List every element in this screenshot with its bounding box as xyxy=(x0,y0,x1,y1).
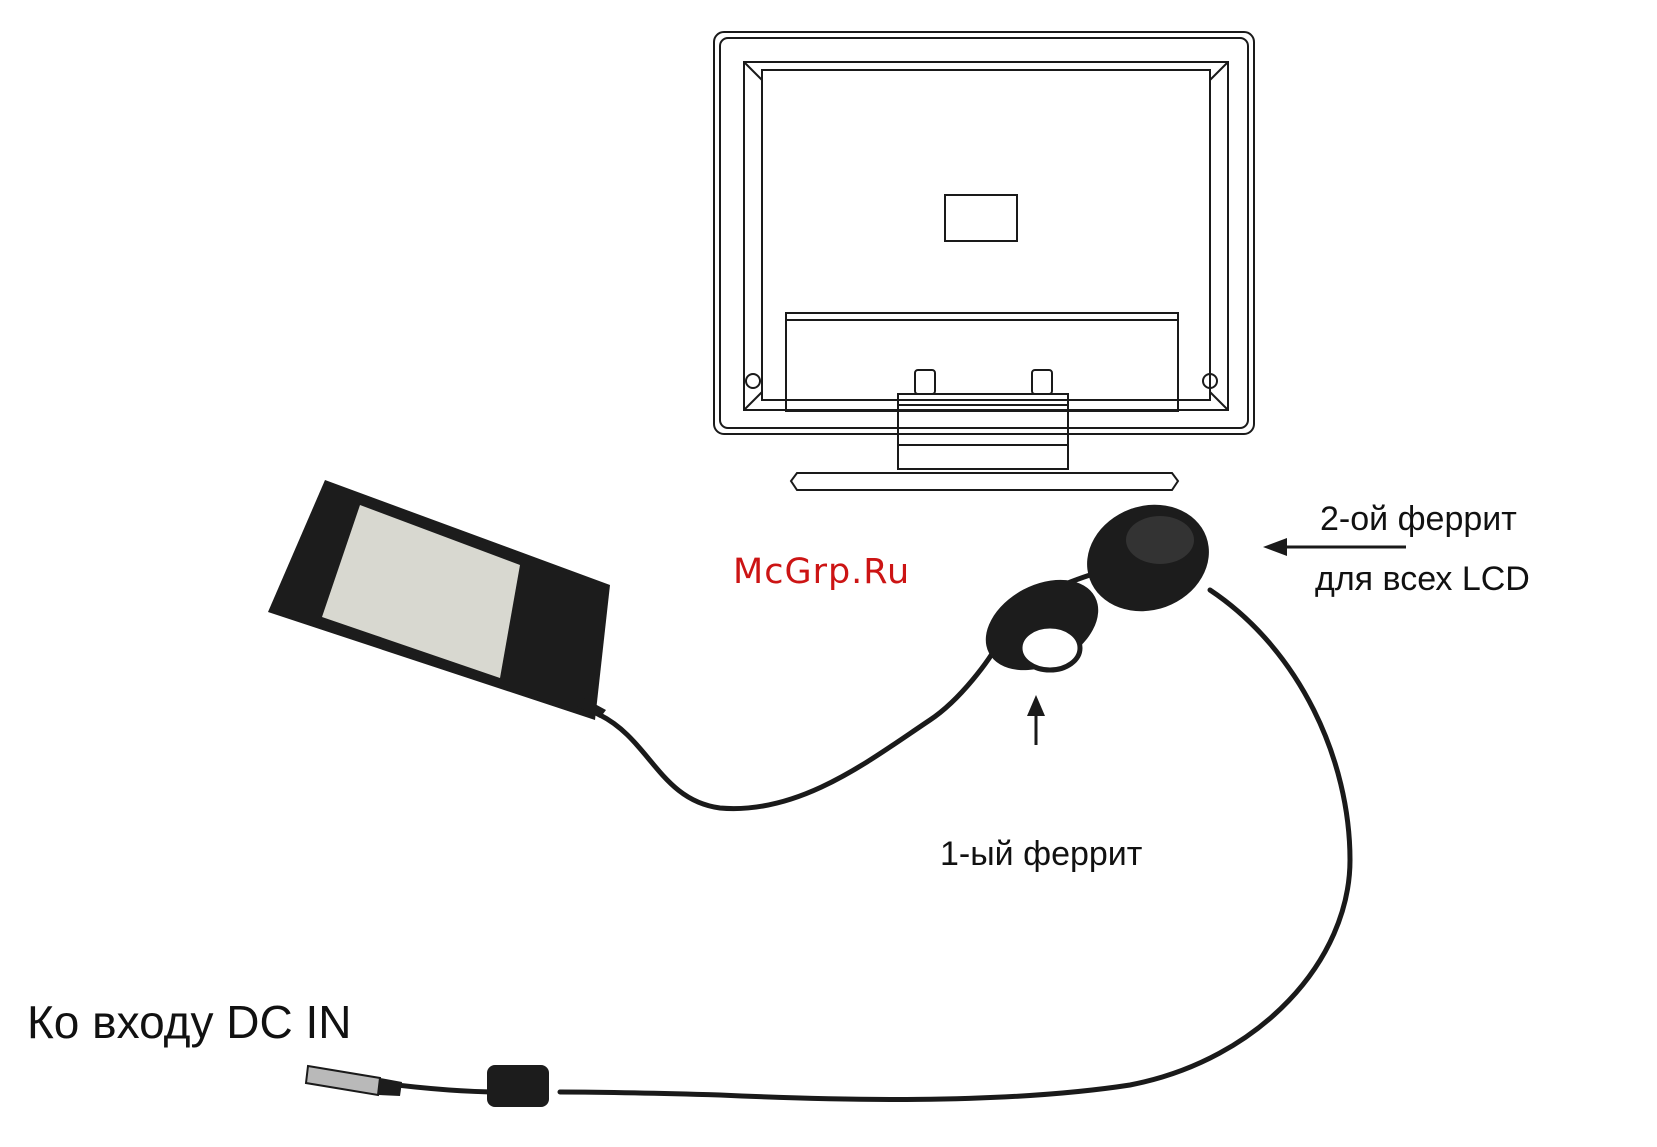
rear-label-plate xyxy=(945,195,1017,241)
ferrite-2-label: 2-ой феррит xyxy=(1320,500,1517,539)
dc-plug xyxy=(306,1066,402,1096)
ferrite-1-label: 1-ый феррит xyxy=(940,835,1142,874)
power-adapter xyxy=(268,480,610,720)
watermark: McGrp.Ru xyxy=(733,552,910,592)
screw-left xyxy=(746,374,760,388)
ferrite-2-sublabel: для всех LCD xyxy=(1315,560,1530,599)
arrow-ferrite1 xyxy=(1027,695,1045,745)
ferrite-3 xyxy=(487,1065,549,1107)
arrow-ferrite2 xyxy=(1263,538,1406,556)
dc-in-label: Ко входу DC IN xyxy=(27,995,352,1049)
lcd-monitor xyxy=(714,32,1254,490)
